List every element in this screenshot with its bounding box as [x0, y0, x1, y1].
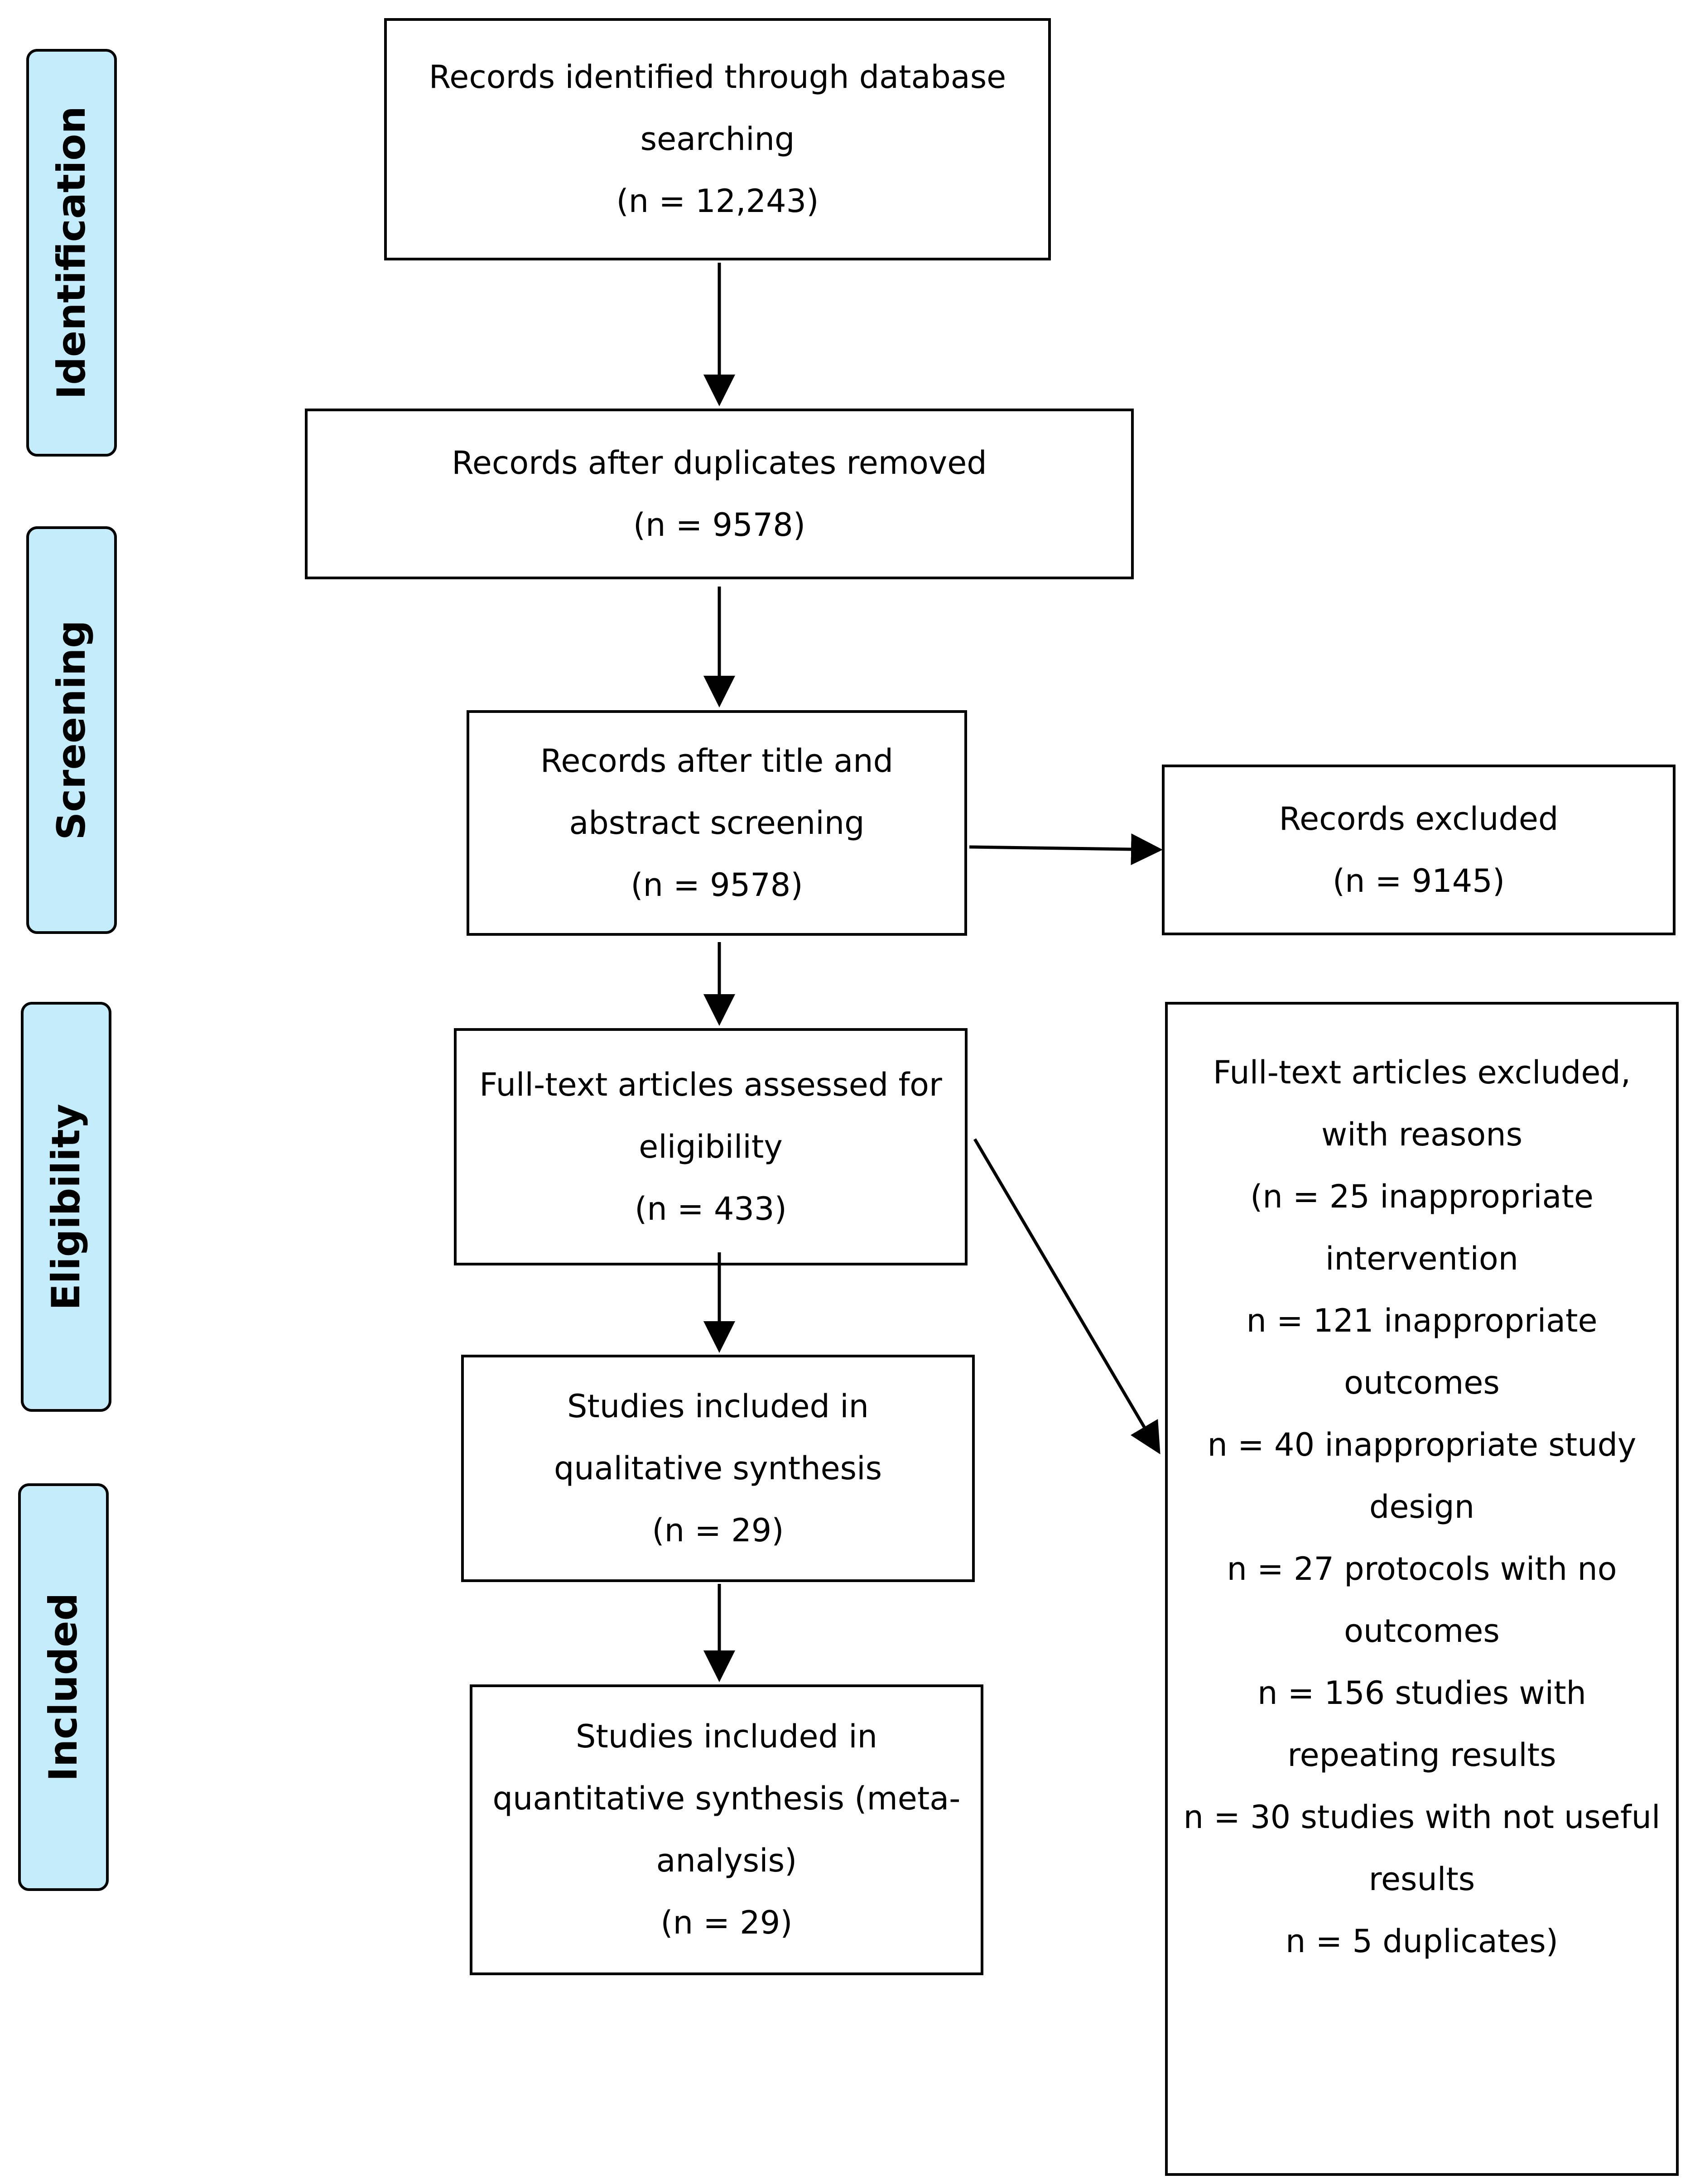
- box-line: Records after title and: [540, 742, 894, 779]
- stage-identification: Identification: [26, 49, 117, 457]
- exclusion-line: n = 27 protocols with no: [1227, 1550, 1617, 1587]
- exclusion-line: (n = 25 inappropriate: [1250, 1178, 1594, 1215]
- box-line: eligibility: [639, 1128, 783, 1165]
- exclusion-line: n = 5 duplicates): [1285, 1923, 1559, 1960]
- exclusion-line: repeating results: [1287, 1737, 1556, 1774]
- arrow-screening-to-excluded: [969, 833, 1163, 866]
- box-title-abstract-screening: Records after title and abstract screeni…: [467, 710, 967, 936]
- stage-included: Included: [18, 1483, 109, 1891]
- box-records-identified: Records identified through database sear…: [384, 18, 1051, 260]
- box-line: (n = 433): [635, 1190, 787, 1227]
- exclusion-line: n = 121 inappropriate: [1246, 1302, 1598, 1339]
- exclusion-line: n = 156 studies with: [1257, 1674, 1586, 1712]
- box-line: (n = 9578): [631, 866, 803, 904]
- box-line: quantitative synthesis (meta-: [492, 1780, 961, 1817]
- box-line: (n = 29): [660, 1904, 793, 1941]
- exclusion-line: results: [1368, 1861, 1475, 1898]
- exclusion-line: n = 40 inappropriate study: [1207, 1426, 1637, 1463]
- box-line: (n = 12,243): [616, 183, 819, 220]
- box-line: Studies included in: [575, 1718, 878, 1755]
- exclusion-line: outcomes: [1344, 1364, 1500, 1401]
- arrow-fulltext-to-excluded: [973, 1138, 1160, 1455]
- stage-eligibility: Eligibility: [21, 1002, 111, 1412]
- box-line: analysis): [656, 1842, 797, 1879]
- exclusion-line: Full-text articles excluded,: [1213, 1054, 1631, 1091]
- exclusion-line: with reasons: [1321, 1116, 1523, 1153]
- box-line: abstract screening: [569, 804, 865, 842]
- exclusion-line: outcomes: [1344, 1612, 1500, 1650]
- box-line: Full-text articles assessed for: [479, 1066, 942, 1103]
- box-line: Records identified through database: [429, 58, 1006, 96]
- stage-screening: Screening: [26, 526, 117, 934]
- box-line: qualitative synthesis: [554, 1449, 882, 1487]
- box-quantitative-synthesis: Studies included in quantitative synthes…: [470, 1684, 983, 1975]
- box-line: Studies included in: [567, 1387, 869, 1425]
- box-fulltext-assessed: Full-text articles assessed for eligibil…: [454, 1028, 968, 1265]
- box-line: Records after duplicates removed: [452, 444, 987, 481]
- exclusion-line: design: [1369, 1488, 1475, 1525]
- exclusion-line: n = 30 studies with not useful: [1183, 1799, 1661, 1836]
- box-line: (n = 9578): [633, 506, 806, 544]
- box-line: Records excluded: [1279, 800, 1559, 837]
- exclusion-line: intervention: [1325, 1240, 1519, 1277]
- box-qualitative-synthesis: Studies included in qualitative synthesi…: [461, 1355, 975, 1582]
- box-line: (n = 9145): [1332, 862, 1505, 900]
- box-duplicates-removed: Records after duplicates removed (n = 95…: [305, 409, 1134, 579]
- box-records-excluded: Records excluded (n = 9145): [1162, 765, 1676, 935]
- box-fulltext-excluded: Full-text articles excluded, with reason…: [1165, 1002, 1679, 2176]
- box-line: searching: [640, 120, 795, 158]
- box-line: (n = 29): [652, 1511, 784, 1549]
